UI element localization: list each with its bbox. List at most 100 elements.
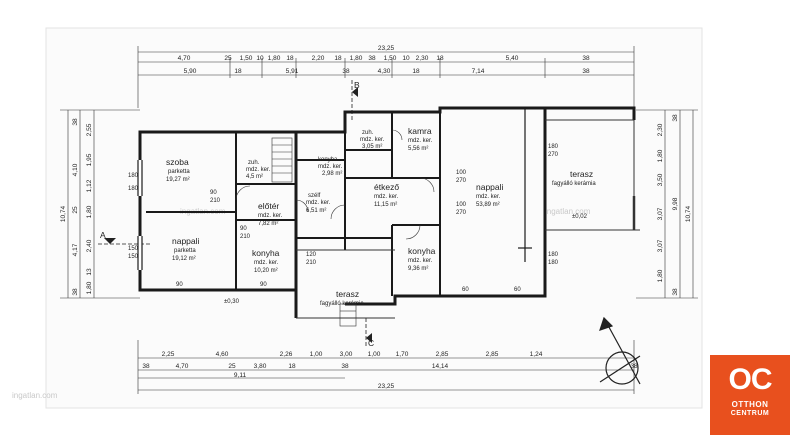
right-dimension-lines [636,109,698,299]
svg-text:10,74: 10,74 [685,205,692,222]
svg-text:1,50: 1,50 [384,55,397,62]
svg-text:18: 18 [436,55,444,62]
svg-text:mdz. ker.: mdz. ker. [246,167,271,173]
svg-text:210: 210 [240,234,251,240]
brand-line1: OTTHON [731,400,769,409]
svg-text:10: 10 [402,55,410,62]
watermark: ingatlan.com [12,391,58,400]
svg-text:5,90: 5,90 [184,68,197,75]
top-dimension-lines [137,46,635,108]
svg-text:3,07: 3,07 [657,207,664,220]
svg-text:4,10: 4,10 [72,163,79,176]
svg-text:nappali: nappali [172,236,200,246]
svg-text:5,56 m²: 5,56 m² [408,146,428,152]
svg-text:3,07: 3,07 [657,239,664,252]
svg-text:150: 150 [128,246,139,252]
svg-text:38: 38 [341,363,349,370]
watermark: ingatlan.com [545,207,591,216]
svg-text:4,30: 4,30 [378,68,391,75]
svg-text:18: 18 [234,68,242,75]
svg-text:mdz. ker.: mdz. ker. [476,194,501,200]
svg-text:38: 38 [142,363,150,370]
entrance-steps [339,303,357,327]
paper-sheet [45,27,703,409]
svg-text:38: 38 [342,68,350,75]
svg-text:2,20: 2,20 [312,55,325,62]
svg-text:mdz. ker.: mdz. ker. [258,213,283,219]
svg-text:4,70: 4,70 [176,363,189,370]
svg-text:18: 18 [334,55,342,62]
room-szoba: szoba parketta 19,27 m² [166,157,190,183]
svg-text:A: A [100,230,106,240]
svg-text:mdz. ker.: mdz. ker. [318,164,343,170]
svg-text:1,00: 1,00 [368,351,381,358]
svg-text:180: 180 [548,252,559,258]
window-marks [137,108,532,270]
svg-text:38: 38 [72,118,79,126]
dimension-bottom-row2: 38 4,70 25 3,80 18 38 14,14 38 [142,363,638,370]
svg-text:10,20 m²: 10,20 m² [254,268,278,274]
svg-text:38: 38 [582,55,590,62]
svg-text:1,12: 1,12 [86,179,93,192]
brand-mark: OC [728,363,773,396]
svg-text:5,40: 5,40 [506,55,519,62]
svg-text:120: 120 [306,252,317,258]
svg-text:2,98 m²: 2,98 m² [322,171,342,177]
svg-text:mdz. ker.: mdz. ker. [408,258,433,264]
stairs [271,137,293,183]
svg-text:terasz: terasz [336,289,359,299]
svg-text:3,05 m²: 3,05 m² [362,144,382,150]
brand-line2: CENTRUM [730,410,770,417]
svg-text:90: 90 [176,282,183,288]
room-etkezo: étkező mdz. ker. 11,15 m² [374,182,399,208]
svg-text:9,36 m²: 9,36 m² [408,266,428,272]
svg-text:25: 25 [224,55,232,62]
svg-text:előtér: előtér [258,201,279,211]
svg-text:270: 270 [548,152,559,158]
svg-text:4,5 m²: 4,5 m² [246,174,263,180]
svg-text:1,70: 1,70 [396,351,409,358]
svg-text:4,70: 4,70 [178,55,191,62]
svg-text:1,80: 1,80 [86,205,93,218]
room-konyha-right: konyha mdz. ker. 9,36 m² [408,246,436,272]
svg-text:18: 18 [286,55,294,62]
svg-text:210: 210 [306,260,317,266]
svg-text:100: 100 [456,170,467,176]
svg-text:B: B [354,80,360,90]
dimension-top-total: 23,25 [378,45,395,52]
svg-text:1,80: 1,80 [350,55,363,62]
svg-text:13: 13 [86,268,93,276]
dimension-top-row2: 5,90 18 5,91 38 4,30 18 7,14 38 [184,68,590,75]
svg-text:7,82 m²: 7,82 m² [258,221,278,227]
svg-text:nappali: nappali [476,182,504,192]
level-marker-terrace: ±0,02 [572,214,588,220]
interior-walls [146,112,441,296]
dimension-top-row1: 4,70 25 1,50 10 1,80 18 2,20 18 1,80 38 … [178,55,590,62]
svg-text:mdz. ker.: mdz. ker. [408,138,433,144]
level-marker-entry: ±0,30 [224,299,240,305]
svg-text:25: 25 [228,363,236,370]
svg-text:1,80: 1,80 [657,149,664,162]
room-konyha-mid: konyha mdz. ker. 2,98 m² [318,157,343,177]
room-konyha-left: konyha mdz. ker. 10,20 m² [252,248,280,274]
svg-text:9,98: 9,98 [672,197,679,210]
svg-text:18: 18 [288,363,296,370]
svg-text:1,00: 1,00 [310,351,323,358]
svg-text:6,51 m²: 6,51 m² [306,208,326,214]
svg-text:38: 38 [72,288,79,296]
svg-text:150: 150 [128,254,139,260]
svg-text:38: 38 [630,363,638,370]
svg-text:étkező: étkező [374,182,399,192]
room-eloter: előtér mdz. ker. 7,82 m² [258,201,283,227]
svg-text:180: 180 [548,144,559,150]
room-szelf: szélf mdz. ker. 6,51 m² [306,193,331,214]
svg-text:zuh.: zuh. [362,130,374,136]
svg-text:1,24: 1,24 [530,351,543,358]
svg-text:210: 210 [210,198,221,204]
svg-text:mdz. ker.: mdz. ker. [306,200,331,206]
svg-text:szoba: szoba [166,157,189,167]
room-nappali-right: nappali mdz. ker. 53,89 m² [476,182,504,208]
svg-text:180: 180 [128,186,139,192]
svg-text:270: 270 [456,210,467,216]
